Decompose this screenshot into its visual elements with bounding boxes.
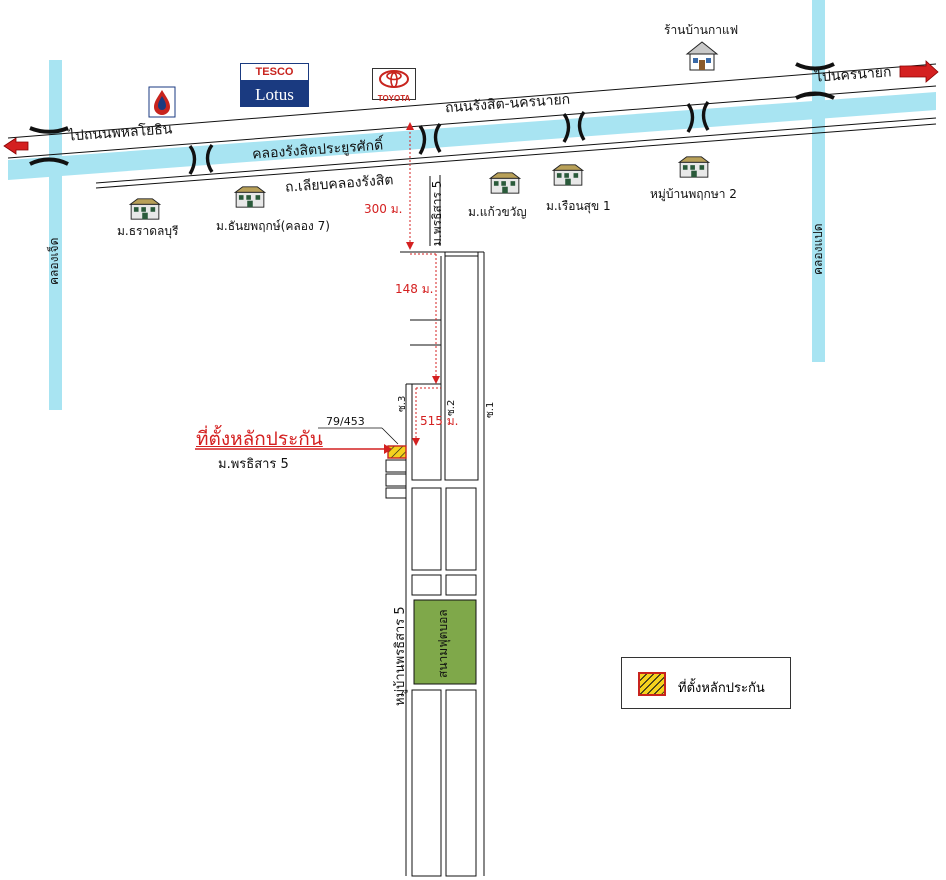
house-number-label: 79/453 bbox=[326, 415, 365, 428]
coffee-shop-label: ร้านบ้านกาแฟ bbox=[664, 23, 739, 37]
canal-right bbox=[812, 0, 825, 362]
distance-300-label: 300 ม. bbox=[364, 202, 403, 216]
distance-arrow-heads bbox=[406, 122, 440, 446]
lotus-wordmark: Lotus bbox=[241, 83, 308, 107]
soi-3-label: ซ.3 bbox=[397, 395, 408, 412]
tesco-wordmark: TESCO bbox=[241, 64, 308, 83]
main-road-bottom-edge bbox=[7, 85, 937, 159]
bridge-left-main bbox=[29, 126, 69, 166]
target-label: ที่ตั้งหลักประกัน bbox=[196, 428, 323, 450]
gas-station-icon bbox=[148, 86, 176, 118]
house-ruensuk-icon bbox=[551, 164, 585, 186]
legend-label: ที่ตั้งหลักประกัน bbox=[678, 681, 765, 696]
toyota-logo: TOYOTA bbox=[372, 68, 416, 103]
village-tharadol-label: ม.ธราดลบุรี bbox=[117, 224, 179, 238]
distance-148-label: 148 ม. bbox=[395, 282, 434, 296]
football-field bbox=[413, 599, 477, 685]
canal-left bbox=[49, 60, 62, 410]
house-phruksa-icon bbox=[677, 156, 711, 178]
football-field-label: สนามฟุตบอล bbox=[436, 609, 450, 678]
village-bottom-label: หมู่บ้านพรธิสาร 5 bbox=[393, 606, 408, 706]
distance-arrows bbox=[409, 128, 441, 442]
house-thanyaphruek-icon bbox=[233, 186, 267, 208]
house-tharadol-icon bbox=[128, 198, 162, 220]
target-pointer-head bbox=[384, 444, 392, 454]
arrow-right bbox=[899, 60, 939, 83]
main-road-top-edge bbox=[7, 63, 937, 139]
map-legend: ที่ตั้งหลักประกัน bbox=[621, 657, 791, 709]
village-thanyaphruek-label: ม.ธันยพฤกษ์(คลอง 7) bbox=[216, 219, 330, 233]
target-marker bbox=[387, 445, 407, 459]
village-kaewkwan-label: ม.แก้วขวัญ bbox=[468, 205, 527, 219]
side-road-top-edge bbox=[95, 117, 937, 184]
canal-right-label: คลองแปด bbox=[811, 223, 825, 275]
canal-left-label: คลองเจ็ด bbox=[47, 237, 61, 285]
tesco-lotus-logo: TESCO Lotus bbox=[240, 63, 309, 107]
toyota-wordmark: TOYOTA bbox=[377, 94, 411, 103]
side-road-bottom-edge bbox=[95, 123, 937, 189]
estate-grid bbox=[385, 251, 485, 877]
distance-515-label: 515 ม. bbox=[420, 414, 459, 428]
legend-swatch bbox=[638, 672, 666, 696]
arrow-left bbox=[3, 137, 29, 155]
village-phruksa-label: หมู่บ้านพฤกษา 2 bbox=[650, 187, 737, 201]
soi-main-label: ม.พรธิสาร 5 bbox=[430, 180, 444, 246]
village-ruensuk-label: ม.เรือนสุข 1 bbox=[546, 199, 611, 213]
canal-bridges bbox=[188, 100, 710, 175]
house-kaewkwan-icon bbox=[488, 172, 522, 194]
target-village-label: ม.พรธิสาร 5 bbox=[218, 457, 289, 472]
house-number-leader-diag bbox=[381, 427, 399, 445]
coffee-shop-house-icon bbox=[685, 41, 719, 71]
toyota-emblem-icon bbox=[379, 70, 409, 88]
soi-1-label: ซ.1 bbox=[485, 401, 496, 418]
bridge-right-main bbox=[795, 62, 835, 100]
